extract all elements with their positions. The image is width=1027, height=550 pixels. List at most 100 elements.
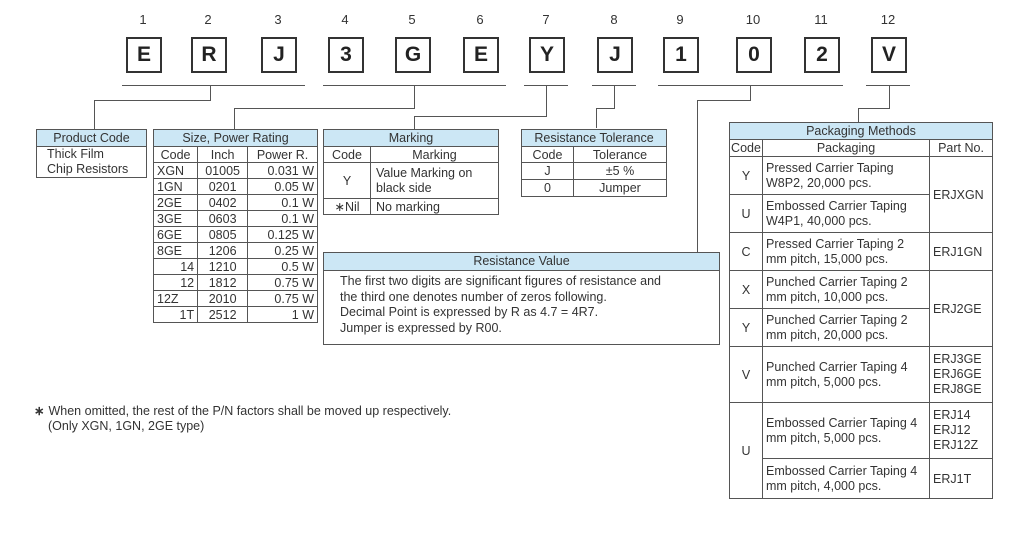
footnote-line: (Only XGN, 1GN, 2GE type)	[48, 419, 205, 433]
size-power: 0.25 W	[247, 242, 318, 259]
size-power: 0.05 W	[247, 178, 318, 195]
position-number: 7	[542, 12, 550, 27]
connector-line	[596, 108, 615, 109]
tolerance-value: ±5 %	[573, 162, 667, 180]
packaging-desc: Embossed Carrier Taping 4 mm pitch, 5,00…	[762, 402, 930, 459]
marking-desc: No marking	[370, 198, 499, 215]
size-power-title: Size, Power Rating	[153, 129, 318, 147]
size-power-header: Code	[152, 146, 199, 163]
tolerance-value: Jumper	[573, 179, 667, 197]
connector-line	[750, 85, 751, 101]
size-power-header: Power R.	[247, 146, 318, 163]
size-power: 1 W	[247, 306, 318, 323]
group-underline	[122, 85, 305, 86]
packaging-desc: Embossed Carrier Taping 4 mm pitch, 4,00…	[762, 458, 930, 499]
tolerance-code: 0	[521, 179, 574, 197]
packaging-title: Packaging Methods	[729, 122, 993, 140]
size-code: 12	[152, 274, 199, 291]
position-number: 3	[274, 12, 282, 27]
size-inch: 01005	[197, 162, 249, 179]
size-power: 0.125 W	[247, 226, 318, 243]
size-code: 8GE	[152, 242, 199, 259]
size-code: 12Z	[152, 290, 199, 307]
connector-line	[414, 116, 547, 117]
product-code-table: Product Code Thick Film Chip Resistors	[36, 129, 147, 178]
marking-header: Code	[323, 146, 371, 163]
part-letter-box: E	[126, 37, 162, 73]
size-inch: 1210	[197, 258, 249, 275]
marking-table: Marking Code Marking Y Value Marking on …	[323, 129, 499, 215]
size-inch: 2512	[197, 306, 249, 323]
connector-line	[234, 108, 235, 129]
connector-line	[414, 85, 415, 109]
connector-line	[858, 108, 859, 122]
size-code: 3GE	[152, 210, 199, 227]
packaging-header: Part No.	[929, 139, 993, 157]
packaging-code: Y	[729, 308, 763, 347]
footnote: ∗When omitted, the rest of the P/N facto…	[34, 404, 451, 434]
packaging-code: Y	[729, 156, 763, 195]
part-number: ERJ2GE	[929, 270, 993, 347]
part-number: ERJXGN	[929, 156, 993, 233]
part-letter-box: 2	[804, 37, 840, 73]
packaging-desc: Punched Carrier Taping 2 mm pitch, 20,00…	[762, 308, 930, 347]
connector-line	[546, 85, 547, 117]
size-code: 1T	[152, 306, 199, 323]
part-letter-box: J	[597, 37, 633, 73]
size-inch: 0603	[197, 210, 249, 227]
product-code-line: Thick Film	[36, 146, 147, 162]
tolerance-header: Tolerance	[573, 146, 667, 163]
footnote-line: When omitted, the rest of the P/N factor…	[48, 404, 452, 418]
part-letter-box: 3	[328, 37, 364, 73]
packaging-header: Code	[729, 139, 763, 157]
tolerance-header: Code	[521, 146, 574, 163]
marking-header: Marking	[370, 146, 499, 163]
connector-line	[697, 100, 698, 252]
size-power: 0.031 W	[247, 162, 318, 179]
connector-line	[94, 100, 211, 101]
packaging-code: V	[729, 346, 763, 403]
size-code: 6GE	[152, 226, 199, 243]
size-power-table: Size, Power Rating Code Inch Power R. XG…	[152, 129, 318, 323]
packaging-desc: Punched Carrier Taping 2 mm pitch, 10,00…	[762, 270, 930, 309]
part-letter-box: G	[395, 37, 431, 73]
position-number: 5	[408, 12, 416, 27]
part-letter-box: E	[463, 37, 499, 73]
resistance-value-line: The first two digits are significant fig…	[340, 274, 661, 288]
position-number: 11	[814, 12, 828, 27]
product-code-line: Chip Resistors	[36, 162, 147, 178]
packaging-header: Packaging	[762, 139, 930, 157]
resistance-value-box: Resistance Value The first two digits ar…	[323, 252, 720, 345]
part-letter-box: R	[191, 37, 227, 73]
size-power: 0.1 W	[247, 194, 318, 211]
position-number: 12	[880, 12, 896, 27]
part-letter-box: Y	[529, 37, 565, 73]
group-underline	[866, 85, 910, 86]
part-letter-box: 0	[736, 37, 772, 73]
size-inch: 1206	[197, 242, 249, 259]
packaging-desc: Punched Carrier Taping 4 mm pitch, 5,000…	[762, 346, 930, 403]
size-inch: 2010	[197, 290, 249, 307]
connector-line	[414, 116, 415, 129]
size-code: 2GE	[152, 194, 199, 211]
position-number: 2	[204, 12, 212, 27]
connector-line	[889, 85, 890, 109]
position-number: 10	[745, 12, 761, 27]
tolerance-title: Resistance Tolerance	[521, 129, 667, 147]
size-inch: 0402	[197, 194, 249, 211]
marking-title: Marking	[323, 129, 499, 147]
packaging-code: U	[729, 194, 763, 233]
connector-line	[858, 108, 890, 109]
asterisk-icon: ∗	[34, 404, 45, 418]
tolerance-code: J	[521, 162, 574, 180]
marking-desc: Value Marking on black side	[370, 162, 499, 199]
packaging-code: C	[729, 232, 763, 271]
size-power: 0.75 W	[247, 290, 318, 307]
resistance-value-line: Decimal Point is expressed by R as 4.7 =…	[340, 305, 599, 319]
tolerance-table: Resistance Tolerance Code Tolerance J±5 …	[521, 129, 667, 197]
packaging-desc: Embossed Carrier Taping W4P1, 40,000 pcs…	[762, 194, 930, 233]
marking-code: Y	[323, 162, 371, 199]
size-code: XGN	[152, 162, 199, 179]
size-power-header: Inch	[197, 146, 249, 163]
part-number: ERJ1T	[929, 458, 993, 499]
